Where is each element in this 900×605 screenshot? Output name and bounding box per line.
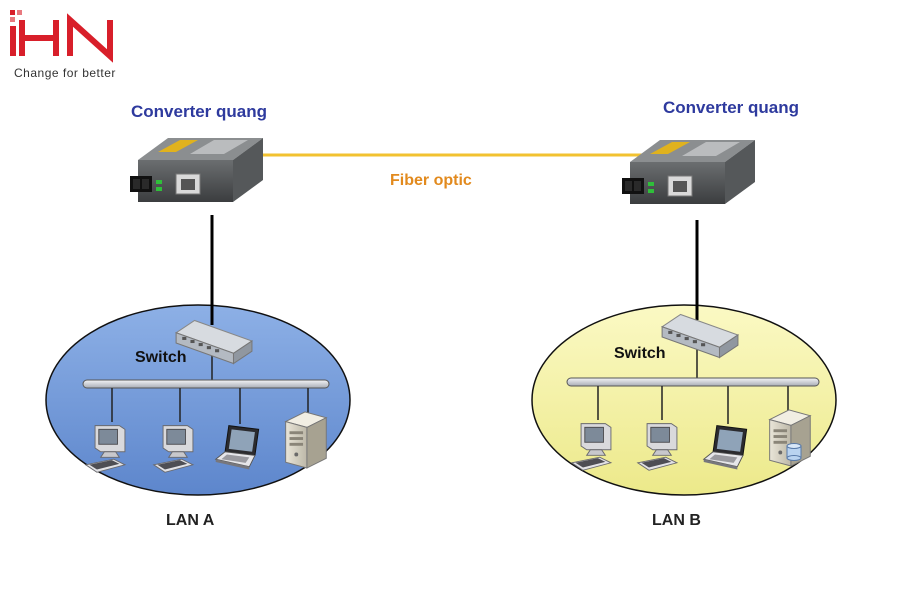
database-icon	[786, 443, 802, 461]
lan-a-network	[82, 348, 330, 424]
media-converter-icon	[129, 137, 264, 203]
converter-label-right: Converter quang	[663, 98, 800, 117]
fiber-optic-label: Fiber optic	[390, 172, 472, 189]
brand-logo	[10, 10, 113, 63]
switch-label-right: Switch	[614, 345, 666, 362]
media-converter-icon	[621, 139, 756, 205]
lan-b-network	[566, 345, 820, 424]
brand-tagline: Change for better	[14, 66, 116, 80]
converter-label-left: Converter quang	[131, 102, 268, 121]
switch-label-left: Switch	[135, 349, 187, 366]
lan-a-label: LAN A	[166, 512, 215, 529]
lan-b-label: LAN B	[652, 512, 701, 529]
server-tower-icon	[285, 411, 327, 469]
